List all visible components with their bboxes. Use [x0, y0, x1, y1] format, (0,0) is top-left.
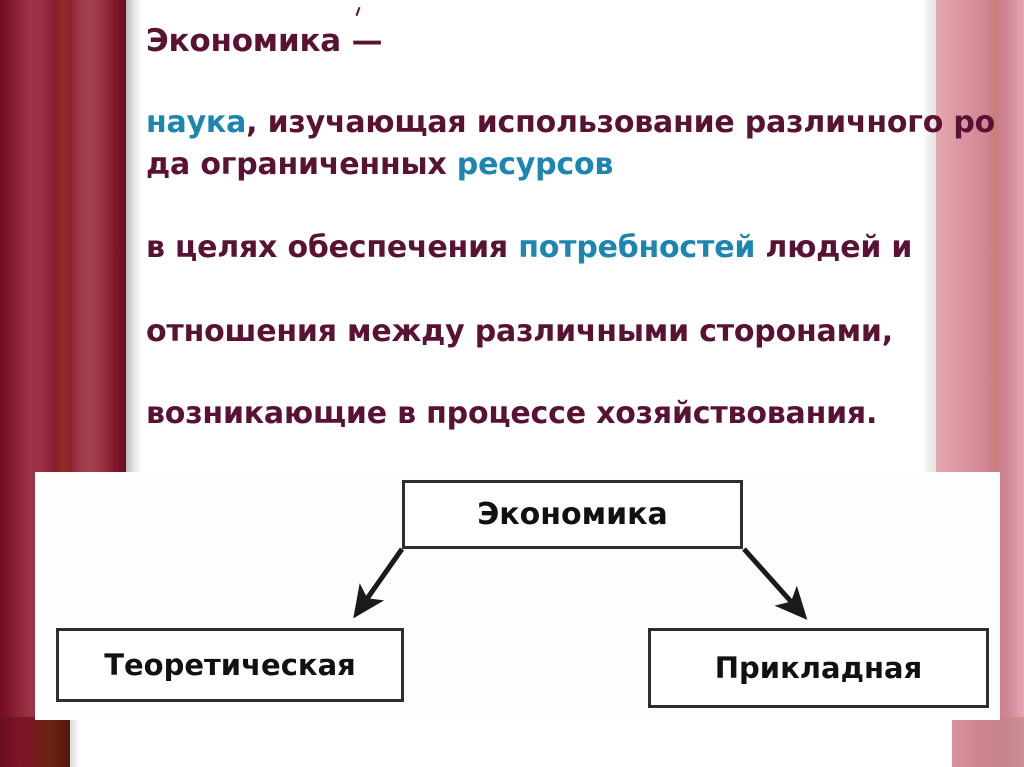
- right-curtain-lower-decoration: [952, 717, 1024, 767]
- diagram-node-applied: Прикладная: [648, 628, 989, 708]
- definition-line-3-rest: людей и: [755, 230, 913, 265]
- definition-line-1-keyword: наука: [146, 105, 247, 140]
- definition-line-1-rest: , изучающая использование различного ро: [246, 105, 996, 140]
- arrow-to-theoretical: [353, 547, 405, 619]
- definition-line-3-keyword: потребностей: [518, 230, 756, 265]
- definition-line-3-lead: в целях обеспечения: [146, 230, 519, 265]
- definition-line-2-lead: да ограниченных: [146, 147, 457, 182]
- diagram-node-economics: Экономика: [402, 480, 743, 549]
- diagram-node-economics-label: Экономика: [477, 497, 668, 532]
- arrow-to-applied: [742, 547, 808, 620]
- diagram-node-theoretical-label: Теоретическая: [104, 648, 356, 682]
- definition-line-4-text: отношения между различными сторонами,: [146, 314, 893, 349]
- definition-line-4: отношения между различными сторонами,: [146, 311, 936, 353]
- definition-line-2-keyword: ресурсов: [456, 147, 614, 182]
- diagram-node-applied-label: Прикладная: [714, 651, 923, 685]
- definition-line-5-text: возникающие в процессе хозяйствования.: [146, 396, 878, 431]
- left-curtain-decoration: [0, 0, 126, 717]
- left-curtain-lower-decoration: [0, 717, 70, 767]
- definition-line-1: наука, изучающая использование различног…: [146, 102, 995, 144]
- economics-classification-diagram: Экономика Теоретическая Прикладная: [35, 472, 1000, 720]
- diagram-node-theoretical: Теоретическая: [56, 628, 404, 702]
- stray-tick-mark: [355, 6, 361, 17]
- definition-line-2: да ограниченных ресурсов: [146, 144, 936, 186]
- definition-line-5: возникающие в процессе хозяйствования.: [146, 393, 936, 435]
- slide-title: Экономика —: [146, 23, 383, 59]
- left-curtain-lower-shadow: [70, 717, 80, 767]
- slide-text-body: Экономика — наука, изучающая использован…: [146, 0, 995, 460]
- definition-line-3: в целях обеспечения потребностей людей и: [146, 227, 936, 269]
